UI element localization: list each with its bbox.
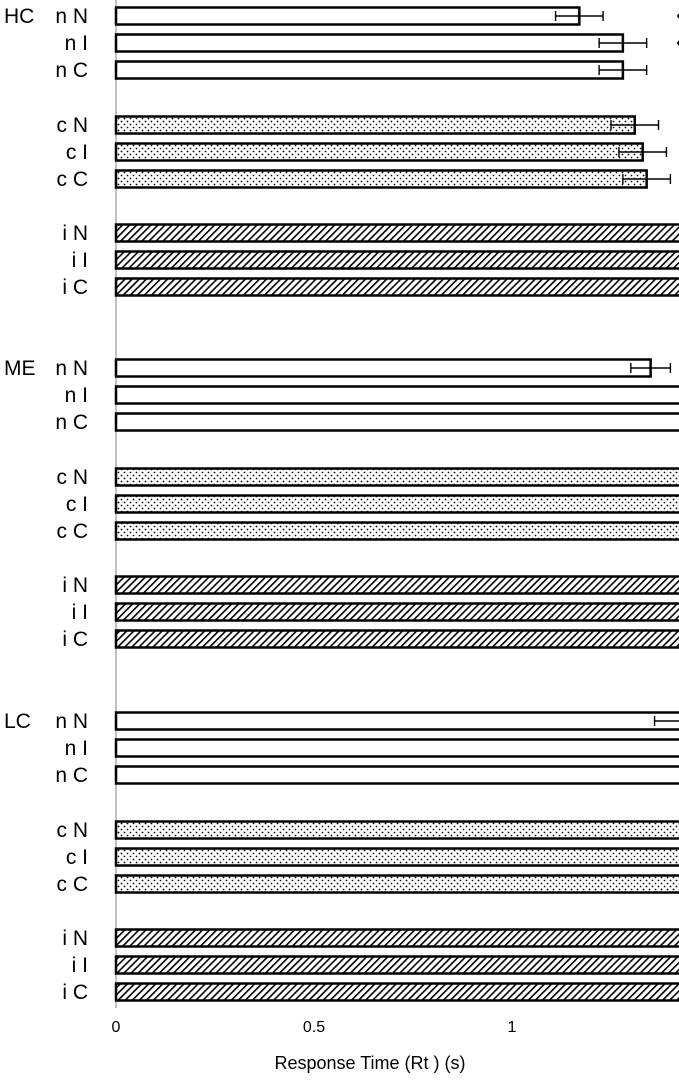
bar-label: i N xyxy=(62,222,88,245)
bar-label: c I xyxy=(66,141,88,164)
group-label: ME xyxy=(4,357,36,380)
bar-label: c C xyxy=(57,168,89,191)
group-label: LC xyxy=(4,710,31,733)
bar-label: i I xyxy=(72,954,88,977)
bar-label: i C xyxy=(62,628,88,651)
bar-label: i I xyxy=(72,249,88,272)
significance-marker xyxy=(676,40,679,46)
x-tick-label: 0 xyxy=(112,1019,121,1036)
bar-label: c N xyxy=(57,466,89,489)
bar xyxy=(114,982,679,1002)
bar xyxy=(114,765,679,785)
bar-labels: n N n I n C c N c I c C i N i I i C HC n N n I n C c … xyxy=(4,5,88,1004)
x-axis-ticks: 00.511.522.5 xyxy=(112,1019,517,1036)
bar xyxy=(114,874,679,894)
bar-label: n C xyxy=(55,59,88,82)
bar-label: i N xyxy=(62,574,88,597)
bar xyxy=(114,955,679,975)
bar-label: n N xyxy=(55,710,88,733)
bar xyxy=(114,602,679,622)
bar-label: c N xyxy=(57,114,89,137)
group-label: HC xyxy=(4,5,34,28)
bar xyxy=(114,250,679,270)
bar-label: i N xyxy=(62,927,88,950)
bar xyxy=(114,467,679,487)
bar-label: c N xyxy=(57,819,89,842)
bar-label: n N xyxy=(55,5,88,28)
bar xyxy=(114,847,679,867)
bar xyxy=(114,60,625,80)
bar xyxy=(114,575,679,595)
x-tick-label: 1 xyxy=(508,1019,517,1036)
x-axis-title: Response Time (Rt ) (s) xyxy=(274,1053,465,1073)
bar-label: n C xyxy=(55,411,88,434)
bar-label: n C xyxy=(55,764,88,787)
bar-label: i C xyxy=(62,276,88,299)
bar-label: c C xyxy=(57,520,89,543)
plot-area xyxy=(114,6,679,1002)
bar-label: n N xyxy=(55,357,88,380)
bar xyxy=(114,928,679,948)
bar-label: c I xyxy=(66,846,88,869)
bar xyxy=(114,223,679,243)
bar-label: n I xyxy=(65,32,88,55)
bar xyxy=(114,521,679,541)
bar xyxy=(114,33,625,53)
bar xyxy=(114,412,679,432)
bar xyxy=(114,629,679,649)
bar xyxy=(114,385,679,405)
bar xyxy=(114,277,679,297)
bar-label: i I xyxy=(72,601,88,624)
x-tick-label: 0.5 xyxy=(303,1019,325,1036)
bar xyxy=(114,169,648,189)
bar-label: n I xyxy=(65,737,88,760)
bar xyxy=(114,115,637,135)
bar xyxy=(114,142,644,162)
bar xyxy=(114,711,679,731)
bar xyxy=(114,738,679,758)
bar-label: c C xyxy=(57,873,89,896)
bar xyxy=(114,494,679,514)
significance-marker xyxy=(676,13,679,19)
bar xyxy=(114,358,652,378)
bar-label: c I xyxy=(66,493,88,516)
bar-label: n I xyxy=(65,384,88,407)
bar xyxy=(114,6,581,26)
bar-label: i C xyxy=(62,981,88,1004)
significance-brackets xyxy=(676,13,679,46)
bar xyxy=(114,820,679,840)
